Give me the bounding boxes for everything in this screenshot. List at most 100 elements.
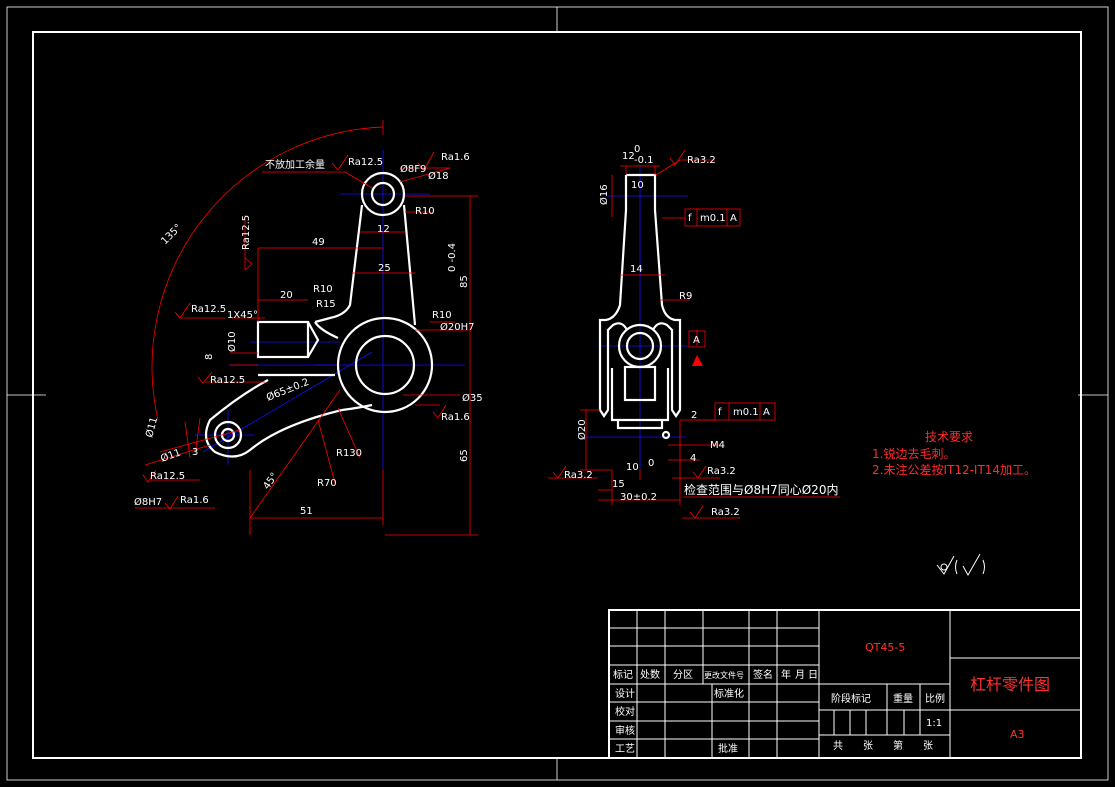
- tb-hdr-mark: 标记: [613, 669, 633, 681]
- dim-phi20h7: Ø20H7: [440, 321, 474, 333]
- dim-8: 8: [204, 354, 215, 360]
- side-dim-r9: R9: [679, 291, 692, 302]
- front-outline: [204, 171, 434, 458]
- tb-role-check: 校对: [615, 705, 635, 718]
- dim-20: 20: [280, 290, 293, 301]
- side-ra-left: Ra3.2: [564, 470, 593, 481]
- ra-top-right: Ra1.6: [441, 152, 470, 163]
- tolerance-frame-bottom: f m0.1 A: [714, 402, 776, 421]
- tech-item-2: 2.未注公差按IT12-IT14加工。: [872, 462, 1036, 477]
- tb-sheet-total: 共: [833, 740, 843, 752]
- side-dim-0: 0: [648, 458, 654, 469]
- dim-85: 85: [459, 275, 470, 288]
- tb-part-name: 杠杆零件图: [970, 675, 1050, 694]
- dim-r10-right: R10: [432, 310, 452, 321]
- side-centerlines: [584, 165, 688, 470]
- tb-sheet-unit1: 张: [863, 740, 873, 752]
- tb-hdr-day: 日: [808, 670, 818, 681]
- side-dim-14: 14: [630, 264, 643, 275]
- front-view: 不放加工余量 Ra12.5 Ra1.6 Ø8F9 Ø18 R10 12 49 2…: [134, 120, 483, 536]
- ra-top-left: Ra12.5: [348, 157, 383, 168]
- side-dim-12-tol: 0: [634, 144, 640, 155]
- tb-stage-mark: 阶段标记: [831, 692, 871, 705]
- ra-bottom-left: Ra12.5: [150, 471, 185, 482]
- dim-3: 3: [192, 447, 198, 458]
- tb-scale-label: 比例: [925, 692, 945, 705]
- side-dim-12: 12: [622, 151, 635, 162]
- side-dim-4: 4: [690, 453, 696, 464]
- front-dimension-lines: [135, 167, 478, 536]
- side-dim-10b: 10: [626, 462, 639, 473]
- front-labels: 不放加工余量 Ra12.5 Ra1.6 Ø8F9 Ø18 R10 12 49 2…: [134, 152, 483, 517]
- tb-hdr-zone: 分区: [673, 669, 693, 681]
- dim-12: 12: [377, 224, 390, 235]
- dim-51: 51: [300, 506, 313, 517]
- side-labels: 12 0 -0.1 Ra3.2 10 Ø16 14 R9 A 2 Ø20 M4 …: [564, 144, 838, 518]
- dim-r130: R130: [336, 448, 362, 459]
- side-dim-phi16: Ø16: [598, 184, 610, 205]
- tech-item-1: 1.锐边去毛刺。: [872, 447, 955, 461]
- datum-triangle: [692, 355, 703, 366]
- dim-phi8f9: Ø8F9: [400, 163, 426, 175]
- side-dim-2: 2: [691, 410, 697, 421]
- dim-r15: R15: [316, 299, 336, 310]
- side-dim-10: 10: [631, 180, 644, 191]
- tb-standardize: 标准化: [714, 687, 744, 700]
- side-dim-15: 15: [612, 479, 625, 490]
- dim-chamfer: 1X45°: [227, 310, 258, 321]
- dim-r10-top: R10: [415, 206, 435, 217]
- side-dim-m4: M4: [710, 440, 725, 451]
- dim-phi10: Ø10: [226, 331, 238, 352]
- tb-material: QT45-5: [865, 641, 905, 654]
- tb-hdr-sign: 签名: [753, 668, 773, 681]
- tb-sheet-size: A3: [1010, 728, 1025, 741]
- tolerance-frame-top: f m0.1 A: [684, 208, 741, 227]
- side-dimension-lines: [548, 159, 840, 519]
- tech-heading: 技术要求: [925, 430, 973, 444]
- dim-phi35: Ø35: [462, 392, 483, 404]
- dim-135deg: 135°: [159, 222, 184, 247]
- dim-65: 65: [459, 449, 470, 462]
- dim-45deg: 45°: [261, 471, 280, 492]
- tech-requirements: 技术要求 1.锐边去毛刺。 2.未注公差按IT12-IT14加工。: [872, 430, 1036, 477]
- tb-hdr-year: 年: [781, 668, 791, 681]
- dim-unmachined: 不放加工余量: [265, 158, 325, 171]
- side-dim-30: 30±0.2: [620, 492, 657, 503]
- tb-hdr-count: 处数: [640, 668, 660, 681]
- sheet-frame: [6, 6, 1109, 781]
- ra-mid: Ra12.5: [210, 375, 245, 386]
- tol-top-sym: f: [688, 213, 692, 224]
- tb-sheet-no: 第: [893, 739, 903, 752]
- side-view: f m0.1 A f m0.1 A 12 0 -0.1 Ra3.2 10 Ø16…: [548, 144, 840, 519]
- tol-top-val: m0.1: [700, 213, 726, 224]
- tb-sheet-unit2: 张: [923, 740, 933, 752]
- tb-role-process: 工艺: [615, 743, 635, 755]
- side-dim-12-tol2: -0.1: [634, 155, 654, 166]
- tb-role-design: 设计: [615, 687, 635, 700]
- front-centerlines: [195, 150, 465, 470]
- arc-construction: [151, 126, 384, 421]
- ra-side: Ra12.5: [241, 215, 252, 250]
- dim-r10-mid: R10: [313, 284, 333, 295]
- dim-phi18: Ø18: [428, 170, 449, 182]
- dim-r70: R70: [317, 478, 337, 489]
- dim-85-tol: 0 -0.4: [447, 243, 458, 272]
- side-ra-top: Ra3.2: [687, 155, 716, 166]
- tb-role-review: 审核: [615, 724, 635, 737]
- other-roughness-symbol: [936, 553, 985, 577]
- side-ra-bottom: Ra3.2: [711, 507, 740, 518]
- dim-25: 25: [378, 263, 391, 274]
- tol-bottom-datum: A: [763, 407, 770, 418]
- tol-bottom-sym: f: [718, 407, 722, 418]
- datum-box: [688, 330, 706, 348]
- side-dim-phi20: Ø20: [576, 419, 588, 440]
- side-roughness-marks: [552, 149, 707, 519]
- tb-weight: 重量: [893, 692, 913, 705]
- dim-phi8h7: Ø8H7: [134, 496, 162, 508]
- side-datum-label: A: [693, 335, 700, 346]
- title-block-text: 标记 处数 分区 更改文件号 签名 年 月 日 设计 校对 审核 工艺 标准化 …: [613, 641, 1050, 755]
- tol-bottom-val: m0.1: [733, 407, 759, 418]
- tb-approve: 批准: [718, 742, 738, 755]
- dim-center-dist: Ø65±0.2: [265, 376, 311, 404]
